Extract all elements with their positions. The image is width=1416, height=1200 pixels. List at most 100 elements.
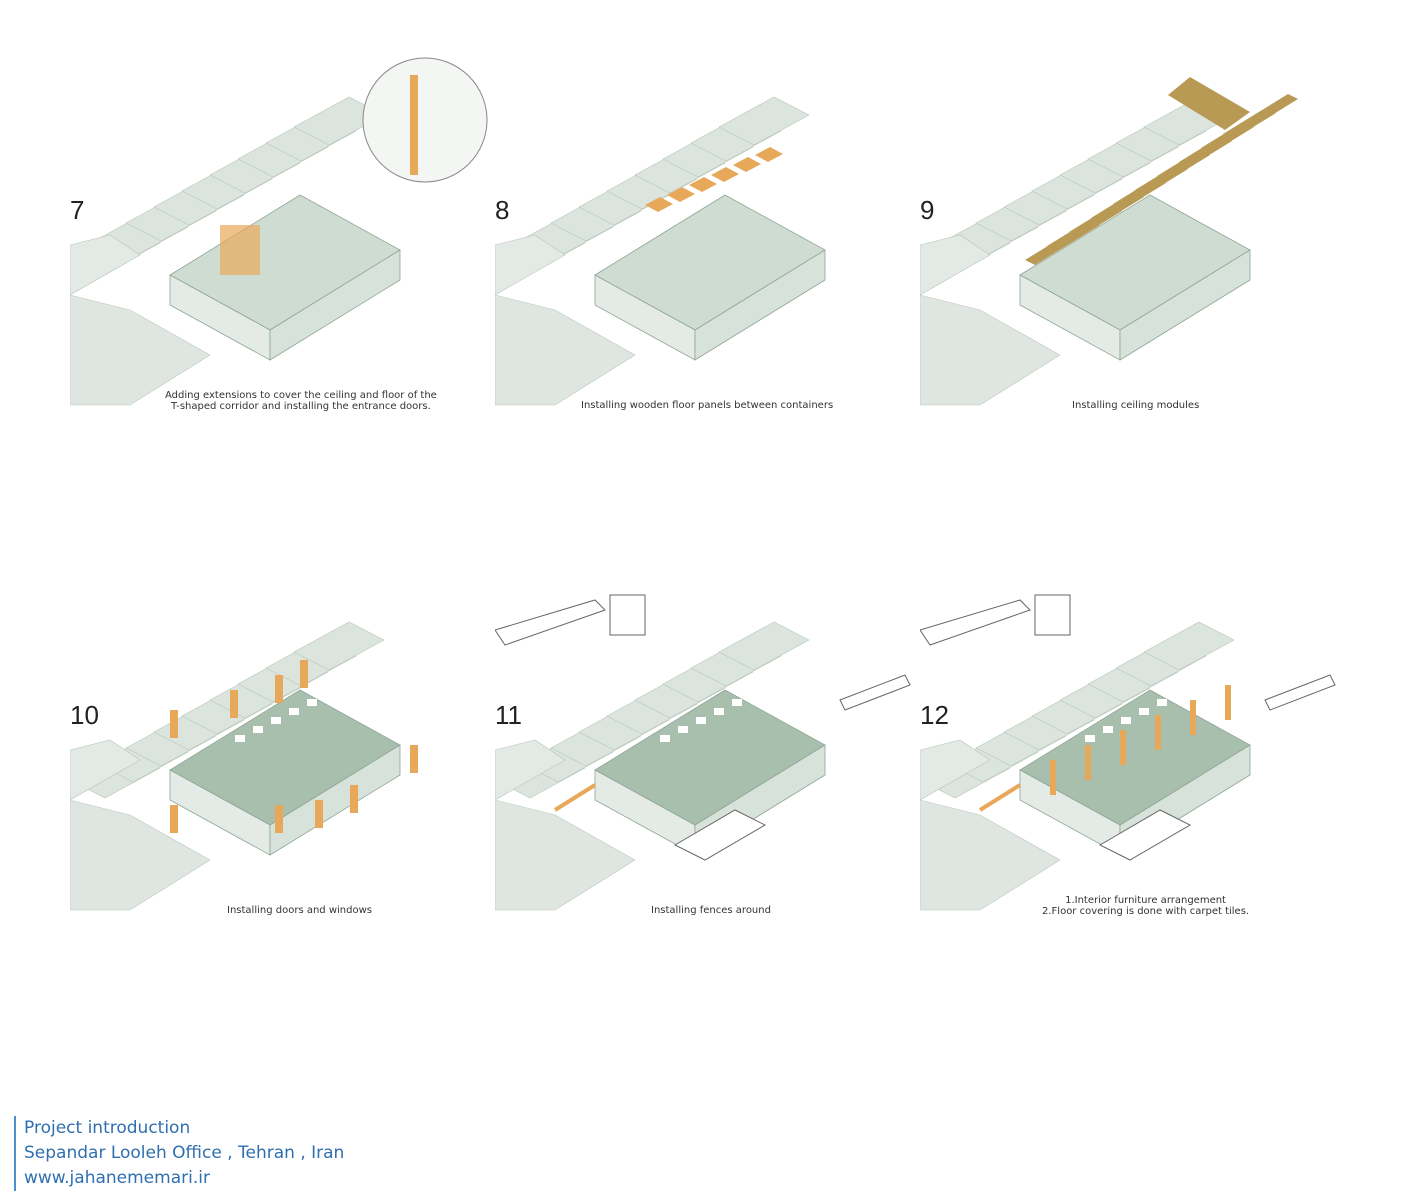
- pipe-stack: [718, 96, 810, 146]
- skylight: [1103, 726, 1113, 733]
- skylight: [271, 717, 281, 724]
- pipe-stack: [70, 799, 211, 911]
- skylight: [678, 726, 688, 733]
- interior-furniture: [1225, 685, 1231, 720]
- pipe-stack: [920, 739, 991, 801]
- pipe-stack: [70, 739, 141, 801]
- step-12-illustration: [920, 594, 1336, 911]
- door-window-panel: [350, 785, 358, 813]
- door-window-panel: [230, 690, 238, 718]
- container-side: [269, 744, 401, 856]
- caption-line: Installing fences around: [651, 905, 771, 916]
- footer-credits: Project introduction Sepandar Looleh Off…: [14, 1116, 344, 1191]
- pipe-stack: [718, 621, 810, 671]
- step-number: 9: [920, 195, 935, 225]
- fence: [553, 783, 597, 812]
- pipe-stack: [920, 294, 1061, 406]
- caption-line: T-shaped corridor and installing the ent…: [171, 401, 431, 412]
- door-window-panel: [170, 710, 178, 738]
- floor-panel: [689, 177, 717, 192]
- footer-title: Project introduction: [24, 1118, 191, 1138]
- skylight: [1157, 699, 1167, 706]
- door-window-panel: [315, 800, 323, 828]
- step-number: 7: [70, 195, 85, 225]
- crane: [1264, 674, 1336, 711]
- caption-line: 1.Interior furniture arrangement: [1065, 895, 1226, 906]
- door-window-panel: [275, 675, 283, 703]
- container-side: [694, 249, 826, 361]
- truck-cab: [1034, 594, 1071, 636]
- crane: [839, 674, 911, 711]
- interior-furniture: [1050, 760, 1056, 795]
- caption-line: 2.Floor covering is done with carpet til…: [1042, 906, 1250, 917]
- truck-trailer: [920, 599, 1031, 646]
- pipe-stack: [495, 294, 636, 406]
- step-caption: Installing wooden floor panels between c…: [581, 400, 833, 411]
- step-caption: Installing doors and windows: [227, 905, 372, 916]
- truck-trailer: [495, 599, 606, 646]
- caption-line: Installing ceiling modules: [1072, 400, 1200, 411]
- door-frame-detail: [410, 75, 418, 175]
- skylight: [1139, 708, 1149, 715]
- skylight: [235, 735, 245, 742]
- truck-cab: [609, 594, 646, 636]
- step-7-panel: 7 Adding extensions to cover the ceiling…: [70, 55, 500, 415]
- step-12-panel: 12 1.Interior furniture arrangement 2.Fl…: [920, 560, 1350, 920]
- caption-line: Installing doors and windows: [227, 905, 372, 916]
- door-window-panel: [410, 745, 418, 773]
- floor-panel: [667, 187, 695, 202]
- skylight: [1121, 717, 1131, 724]
- pipe-stack: [920, 799, 1061, 911]
- step-number: 10: [70, 700, 99, 730]
- step-caption: Adding extensions to cover the ceiling a…: [165, 390, 437, 412]
- skylight: [307, 699, 317, 706]
- skylight: [696, 717, 706, 724]
- pipe-stack: [70, 234, 141, 296]
- floor-panel: [711, 167, 739, 182]
- door-window-panel: [300, 660, 308, 688]
- step-8-illustration: [495, 96, 826, 406]
- pipe-stack: [70, 294, 211, 406]
- detail-circle: [362, 57, 488, 183]
- skylight: [289, 708, 299, 715]
- caption-line: Installing wooden floor panels between c…: [581, 400, 834, 411]
- car: [1098, 809, 1192, 861]
- skylight: [660, 735, 670, 742]
- corridor-extension: [220, 225, 260, 275]
- skylight: [714, 708, 724, 715]
- step-8-panel: 8 Installing wooden floor panels between…: [495, 55, 925, 415]
- interior-furniture: [1085, 745, 1091, 780]
- pipe-stack: [495, 234, 566, 296]
- step-caption: Installing ceiling modules: [1072, 400, 1199, 411]
- step-7-illustration: [70, 57, 488, 406]
- floor-panel: [645, 197, 673, 212]
- skylight: [732, 699, 742, 706]
- footer-project: Sepandar Looleh Office , Tehran , Iran: [24, 1143, 345, 1163]
- interior-furniture: [1155, 715, 1161, 750]
- skylight: [253, 726, 263, 733]
- footer-website[interactable]: www.jahanememari.ir: [24, 1168, 210, 1188]
- fence: [978, 783, 1022, 812]
- step-10-illustration: [70, 621, 418, 911]
- pipe-stack: [293, 621, 385, 671]
- interior-furniture: [1190, 700, 1196, 735]
- pipe-stack: [920, 234, 991, 296]
- step-caption: Installing fences around: [651, 905, 771, 916]
- step-10-panel: 10 Installing doors and windows: [70, 560, 500, 920]
- step-number: 8: [495, 195, 510, 225]
- step-11-illustration: [495, 594, 911, 911]
- container-side: [269, 249, 401, 361]
- car: [673, 809, 767, 861]
- step-9-panel: 9 Installing ceiling modules: [920, 55, 1350, 415]
- step-9-illustration: [920, 77, 1298, 406]
- door-window-panel: [275, 805, 283, 833]
- step-number: 11: [495, 700, 522, 730]
- floor-panel: [755, 147, 783, 162]
- step-number: 12: [920, 700, 949, 730]
- ceiling-module: [1223, 94, 1298, 139]
- pipe-stack: [1143, 621, 1235, 671]
- floor-panel: [733, 157, 761, 172]
- step-11-panel: 11 Installing fences around: [495, 560, 925, 920]
- pipe-stack: [495, 739, 566, 801]
- interior-furniture: [1120, 730, 1126, 765]
